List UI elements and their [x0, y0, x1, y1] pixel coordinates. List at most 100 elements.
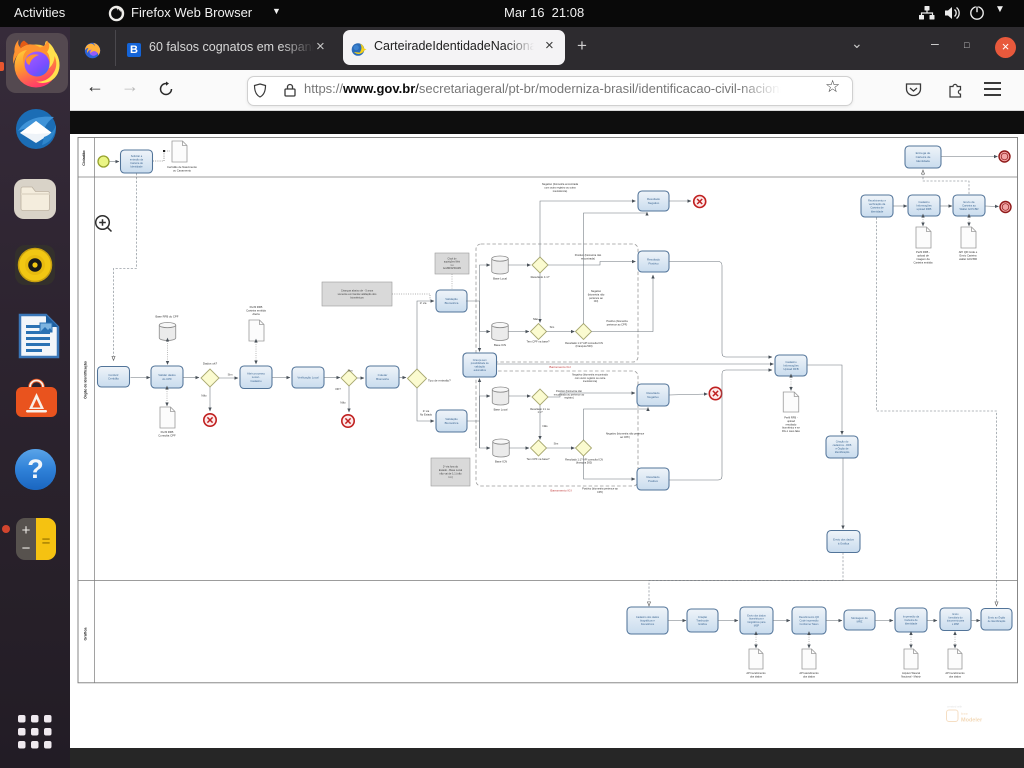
- svg-text:Barramento IGI: Barramento IGI: [550, 489, 571, 493]
- svg-text:Crianças abaixo de - 5 anos: Crianças abaixo de - 5 anos: [341, 288, 374, 292]
- svg-text:Perfil RFB -: Perfil RFB -: [916, 250, 930, 254]
- svg-text:1:n): 1:n): [448, 475, 453, 479]
- svg-text:ou Casamento: ou Casamento: [173, 168, 192, 172]
- svg-text:Carteira de: Carteira de: [870, 206, 884, 210]
- svg-text:Cadastro: Cadastro: [250, 379, 262, 383]
- svg-text:biométricos e: biométricos e: [749, 618, 764, 621]
- svg-text:Não: Não: [543, 424, 548, 428]
- svg-text:Nacional - Matriz: Nacional - Matriz: [901, 674, 921, 678]
- svg-text:Biométrica: Biométrica: [445, 301, 459, 305]
- svg-text:?: ?: [27, 454, 44, 484]
- svg-text:Recebimento e: Recebimento e: [868, 199, 887, 203]
- svg-text:1ª via: 1ª via: [420, 301, 427, 305]
- svg-text:+: +: [22, 522, 31, 539]
- svg-text:API QR Code e: API QR Code e: [959, 250, 978, 254]
- svg-text:inexistência): inexistência): [553, 189, 568, 193]
- svg-text:Dados ok?: Dados ok?: [203, 362, 218, 366]
- svg-text:Informações: Informações: [783, 364, 799, 368]
- svg-text:Sim: Sim: [348, 369, 353, 373]
- svg-text:ao CPF): ao CPF): [620, 435, 630, 439]
- svg-text:Estado - Base Local: Estado - Base Local: [439, 468, 463, 472]
- svg-text:OK?: OK?: [335, 387, 341, 391]
- svg-text:Cadastro dos dados: Cadastro dos dados: [636, 615, 660, 619]
- svg-text:2ª via: 2ª via: [423, 409, 430, 413]
- svg-text:MRZ: MRZ: [857, 620, 863, 624]
- svg-text:Clock de: Clock de: [448, 259, 458, 261]
- svg-text:GovBR/APIDARN: GovBR/APIDARN: [443, 267, 462, 270]
- svg-text:pertence ao CPF): pertence ao CPF): [607, 322, 628, 326]
- svg-text:pertence ao: pertence ao: [589, 296, 603, 300]
- svg-text:Positivo: Positivo: [648, 261, 659, 265]
- svg-text:upload: upload: [787, 419, 795, 423]
- svg-text:Wallet GOV.BR: Wallet GOV.BR: [959, 207, 978, 211]
- svg-text:Base Local: Base Local: [493, 277, 507, 281]
- svg-text:Validação: Validação: [445, 417, 458, 421]
- svg-text:com outro registro ou outra: com outro registro ou outra: [544, 185, 576, 189]
- svg-text:CN): CN): [594, 299, 599, 303]
- svg-text:Certidão de Nascimento: Certidão de Nascimento: [167, 165, 197, 169]
- svg-text:free: free: [961, 711, 969, 716]
- svg-text:Negativo: Negativo: [591, 289, 602, 293]
- svg-text:Envio da: Envio da: [964, 200, 975, 204]
- svg-text:Positivo (biometria pertence a: Positivo (biometria pertence ao: [582, 487, 618, 491]
- svg-text:Negativo: Negativo: [648, 201, 660, 205]
- svg-text:Resultado: Resultado: [647, 258, 660, 262]
- svg-text:Resultado 1:1? API consulta IC: Resultado 1:1? API consulta ICN: [565, 457, 603, 461]
- svg-text:encontrada ou pertence ao: encontrada ou pertence ao: [554, 392, 585, 396]
- svg-text:de Identificação: de Identificação: [988, 620, 1006, 623]
- svg-text:Informações: Informações: [916, 204, 932, 208]
- svg-text:upload RFB: upload RFB: [917, 207, 932, 211]
- svg-text:Base Local: Base Local: [494, 408, 508, 412]
- svg-text:Envio: Envio: [953, 613, 960, 616]
- svg-text:o MSP: o MSP: [952, 623, 960, 626]
- svg-text:biográficos e: biográficos e: [640, 618, 655, 622]
- svg-text:não vai de 1:1 (não: não vai de 1:1 (não: [439, 472, 462, 476]
- svg-text:(biometria não: (biometria não: [588, 292, 605, 296]
- svg-text:Identidade: Identidade: [871, 209, 884, 213]
- svg-text:Positivo (biometria não: Positivo (biometria não: [556, 389, 582, 393]
- svg-text:Envio Carteira: Envio Carteira: [959, 254, 977, 258]
- svg-text:−: −: [22, 540, 31, 557]
- svg-text:Solicitar a: Solicitar a: [131, 154, 143, 158]
- svg-text:Tipo de emissão?: Tipo de emissão?: [428, 379, 451, 383]
- svg-text:emissão da: emissão da: [130, 158, 144, 162]
- svg-text:Positivo (biometria: Positivo (biometria: [606, 319, 628, 323]
- svg-text:No Estado: No Estado: [420, 412, 433, 416]
- svg-text:Sim: Sim: [228, 373, 233, 377]
- svg-text:Trashcode: Trashcode: [696, 618, 709, 622]
- svg-text:Não: Não: [340, 401, 346, 405]
- svg-text:documento para: documento para: [947, 620, 965, 623]
- svg-text:Recebimento QR: Recebimento QR: [799, 615, 819, 619]
- svg-text:Sim: Sim: [554, 442, 559, 446]
- svg-text:resultado: resultado: [786, 422, 797, 426]
- svg-text:Resultado: Resultado: [647, 197, 660, 201]
- svg-text:Envio ao Órgão: Envio ao Órgão: [988, 616, 1006, 619]
- svg-text:API atendimento: API atendimento: [799, 671, 819, 675]
- svg-text:à Gráfica: à Gráfica: [838, 541, 850, 545]
- svg-text:com outro registro ou outra: com outro registro ou outra: [575, 376, 606, 380]
- svg-text:validação: validação: [474, 366, 485, 369]
- svg-text:API recebimento: API recebimento: [945, 671, 965, 675]
- svg-text:Envio dos dados: Envio dos dados: [833, 538, 854, 542]
- svg-text:Positivo (biometria não: Positivo (biometria não: [575, 253, 602, 257]
- svg-text:1.o: 1.o: [450, 265, 454, 267]
- svg-text:(Franquia 500): (Franquia 500): [575, 344, 592, 348]
- svg-text:dos dados: dos dados: [949, 674, 962, 678]
- svg-text:Code impressão: Code impressão: [800, 618, 819, 622]
- svg-text:Alerta: Alerta: [252, 312, 260, 316]
- svg-text:Carteira de: Carteira de: [130, 161, 143, 165]
- svg-text:RG é caso fake: RG é caso fake: [782, 429, 800, 433]
- svg-text:Coletar: Coletar: [378, 373, 388, 377]
- svg-text:Certidão: Certidão: [108, 377, 119, 381]
- svg-text:Carteira de: Carteira de: [916, 155, 931, 159]
- svg-text:Negativo (biometria não perten: Negativo (biometria não pertence: [606, 432, 645, 436]
- svg-text:dos dados: dos dados: [803, 674, 816, 678]
- svg-text:Upload RFB: Upload RFB: [783, 367, 798, 371]
- svg-text:Resultado: Resultado: [646, 475, 659, 479]
- svg-text:Tem CPF na base?: Tem CPF na base?: [526, 457, 550, 461]
- svg-text:Gráfica: Gráfica: [84, 627, 88, 641]
- svg-text:Conferir: Conferir: [108, 373, 118, 377]
- svg-text:Cadastro: Cadastro: [918, 200, 930, 204]
- svg-text:Positivo: Positivo: [648, 479, 659, 483]
- svg-text:Resultado 1:1? API consulta IC: Resultado 1:1? API consulta ICN: [565, 341, 603, 345]
